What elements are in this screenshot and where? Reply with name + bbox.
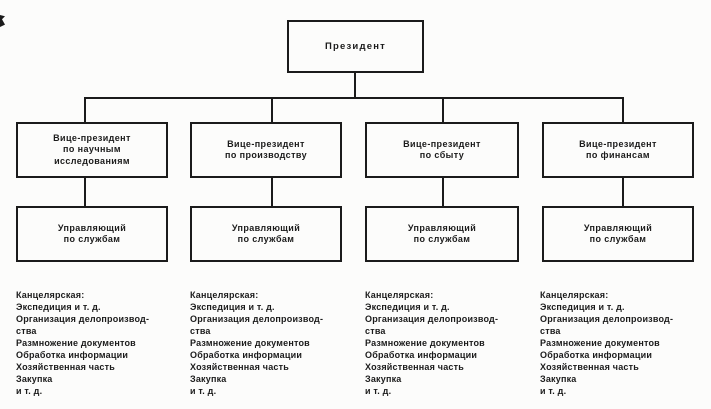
- service-item: Экспедиция и т. д.: [190, 302, 275, 312]
- service-item: Обработка информации: [540, 350, 653, 360]
- service-item: Закупка: [190, 374, 227, 384]
- service-item: и т. д.: [190, 386, 217, 396]
- service-item: Экспедиция и т. д.: [16, 302, 101, 312]
- service-item: Обработка информации: [16, 350, 129, 360]
- connector-drop-mgr-2: [271, 178, 273, 206]
- connector-drop-vp-3: [442, 97, 444, 123]
- service-item: Канцелярская:: [540, 290, 609, 300]
- service-item: Закупка: [540, 374, 577, 384]
- service-item: Экспедиция и т. д.: [540, 302, 625, 312]
- node-president: Президент: [287, 20, 424, 73]
- service-item: Хозяйственная часть: [190, 362, 289, 372]
- service-item: Размножение документов: [365, 338, 485, 348]
- service-item: Закупка: [365, 374, 402, 384]
- service-item: Размножение документов: [16, 338, 136, 348]
- service-item: Канцелярская:: [16, 290, 85, 300]
- node-vp-finance: Вице-президент по финансам: [542, 122, 694, 178]
- service-item: Размножение документов: [190, 338, 310, 348]
- connector-drop-mgr-1: [84, 178, 86, 206]
- service-item: Закупка: [16, 374, 53, 384]
- president-label: Президент: [325, 40, 386, 52]
- connector-rail: [84, 97, 624, 99]
- vp-sales-label: Вице-президент по сбыту: [403, 138, 481, 161]
- manager-4-label: Управляющий по службам: [583, 222, 653, 245]
- service-item: и т. д.: [365, 386, 392, 396]
- service-item: и т. д.: [540, 386, 567, 396]
- manager-2-label: Управляющий по службам: [231, 222, 301, 245]
- services-list-3: Канцелярская: Экспедиция и т. д. Организ…: [365, 289, 537, 397]
- vp-research-label: Вице-президент по научным исследованиям: [53, 132, 131, 166]
- node-vp-production: Вице-президент по производству: [190, 122, 342, 178]
- node-vp-research: Вице-президент по научным исследованиям: [16, 122, 168, 178]
- service-item: Организация делопроизвод- ства: [365, 314, 499, 336]
- service-item: и т. д.: [16, 386, 43, 396]
- vp-finance-label: Вице-президент по финансам: [579, 138, 657, 161]
- node-manager-4: Управляющий по службам: [542, 206, 694, 262]
- scan-artifact: [0, 15, 5, 27]
- node-manager-3: Управляющий по службам: [365, 206, 519, 262]
- services-list-2: Канцелярская: Экспедиция и т. д. Организ…: [190, 289, 362, 397]
- manager-1-label: Управляющий по службам: [57, 222, 127, 245]
- manager-3-label: Управляющий по службам: [407, 222, 477, 245]
- node-vp-sales: Вице-президент по сбыту: [365, 122, 519, 178]
- node-manager-1: Управляющий по службам: [16, 206, 168, 262]
- connector-drop-mgr-4: [622, 178, 624, 206]
- connector-drop-vp-4: [622, 97, 624, 123]
- service-item: Хозяйственная часть: [540, 362, 639, 372]
- service-item: Хозяйственная часть: [16, 362, 115, 372]
- service-item: Хозяйственная часть: [365, 362, 464, 372]
- connector-drop-vp-1: [84, 97, 86, 123]
- services-list-4: Канцелярская: Экспедиция и т. д. Организ…: [540, 289, 711, 397]
- service-item: Обработка информации: [365, 350, 478, 360]
- service-item: Организация делопроизвод- ства: [190, 314, 324, 336]
- service-item: Канцелярская:: [190, 290, 259, 300]
- service-item: Экспедиция и т. д.: [365, 302, 450, 312]
- service-item: Размножение документов: [540, 338, 660, 348]
- services-list-1: Канцелярская: Экспедиция и т. д. Организ…: [16, 289, 188, 397]
- service-item: Организация делопроизвод- ства: [16, 314, 150, 336]
- connector-president-trunk: [354, 73, 356, 98]
- connector-drop-mgr-3: [442, 178, 444, 206]
- vp-production-label: Вице-президент по производству: [225, 138, 307, 161]
- connector-drop-vp-2: [271, 97, 273, 123]
- service-item: Канцелярская:: [365, 290, 434, 300]
- service-item: Обработка информации: [190, 350, 303, 360]
- service-item: Организация делопроизвод- ства: [540, 314, 674, 336]
- node-manager-2: Управляющий по службам: [190, 206, 342, 262]
